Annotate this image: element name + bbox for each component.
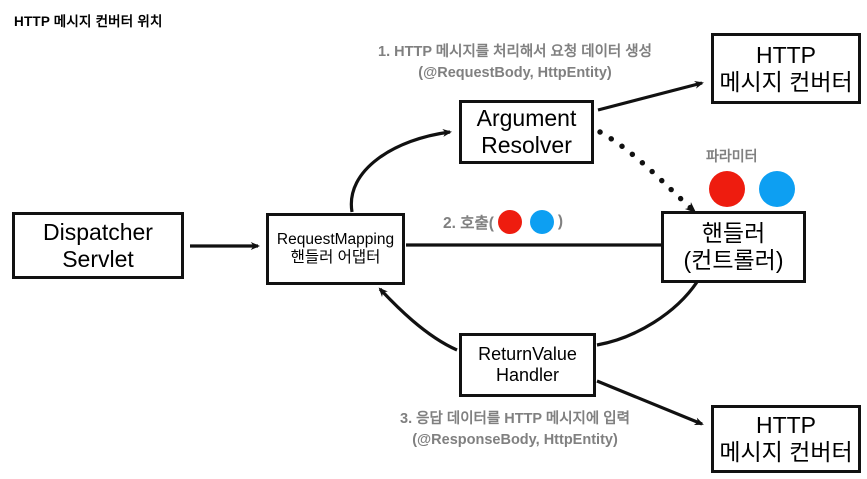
annotation-step-3-line2: (@ResponseBody, HttpEntity): [412, 432, 618, 449]
node-handler-adapter-line2: 핸들러 어댑터: [290, 249, 381, 266]
parameter-dot-red: [709, 171, 745, 207]
annotation-step-2-prefix: 2. 호출(: [443, 215, 494, 232]
node-argument-resolver-line1: Argument: [476, 105, 577, 132]
parameter-dots: [709, 171, 795, 207]
annotation-step-1: 1. HTTP 메시지를 처리해서 요청 데이터 생성 (@RequestBod…: [345, 42, 685, 84]
parameter-dot-blue-inline: [529, 210, 554, 234]
node-dispatcher-servlet-line1: Dispatcher: [43, 218, 153, 245]
node-return-value-handler-line2: Handler: [495, 365, 560, 385]
node-request-mapping-handler-adapter[interactable]: RequestMapping 핸들러 어댑터: [266, 213, 405, 285]
annotation-step-1-line2: (@RequestBody, HttpEntity): [418, 65, 612, 82]
node-handler-adapter-line1: RequestMapping: [276, 231, 395, 249]
node-handler-controller-line1: 핸들러: [701, 220, 766, 247]
parameter-label: 파라미터: [706, 148, 758, 164]
node-handler-controller-line2: (컨트롤러): [683, 247, 784, 273]
node-converter-top-line2: 메시지 컨버터: [719, 68, 853, 95]
node-converter-bottom-line1: HTTP: [755, 412, 817, 439]
node-argument-resolver[interactable]: Argument Resolver: [459, 100, 594, 164]
parameter-dot-red-inline: [497, 210, 522, 234]
arrow-argument-resolver-to-converter-top: [597, 80, 704, 112]
node-return-value-handler[interactable]: ReturnValue Handler: [459, 333, 596, 397]
arrow-argument-resolver-to-handler-dotted: [597, 129, 697, 214]
node-handler-controller[interactable]: 핸들러 (컨트롤러): [661, 211, 806, 283]
node-argument-resolver-line2: Resolver: [481, 132, 572, 158]
annotation-step-2-suffix: ): [557, 213, 564, 230]
node-http-message-converter-top[interactable]: HTTP 메시지 컨버터: [711, 33, 861, 104]
node-dispatcher-servlet[interactable]: Dispatcher Servlet: [12, 212, 184, 279]
node-converter-bottom-line2: 메시지 컨버터: [719, 439, 853, 465]
annotation-step-1-line1: 1. HTTP 메시지를 처리해서 요청 데이터 생성: [378, 44, 652, 60]
annotation-step-3: 3. 응답 데이터를 HTTP 메시지에 입력 (@ResponseBody, …: [345, 409, 685, 451]
arrow-return-value-handler-to-adapter: [378, 287, 458, 352]
page-title: HTTP 메시지 컨버터 위치: [14, 14, 163, 29]
node-converter-top-line1: HTTP: [755, 41, 817, 68]
connector-handler-to-return-value-handler: [596, 281, 699, 347]
node-return-value-handler-line1: ReturnValue: [478, 344, 577, 365]
arrow-adapter-to-argument-resolver: [349, 128, 452, 213]
node-dispatcher-servlet-line2: Servlet: [62, 245, 134, 272]
node-http-message-converter-bottom[interactable]: HTTP 메시지 컨버터: [711, 405, 861, 473]
annotation-step-3-line1: 3. 응답 데이터를 HTTP 메시지에 입력: [400, 411, 630, 427]
annotation-step-2: 2. 호출( ): [441, 210, 566, 234]
parameter-dot-blue: [759, 171, 795, 207]
